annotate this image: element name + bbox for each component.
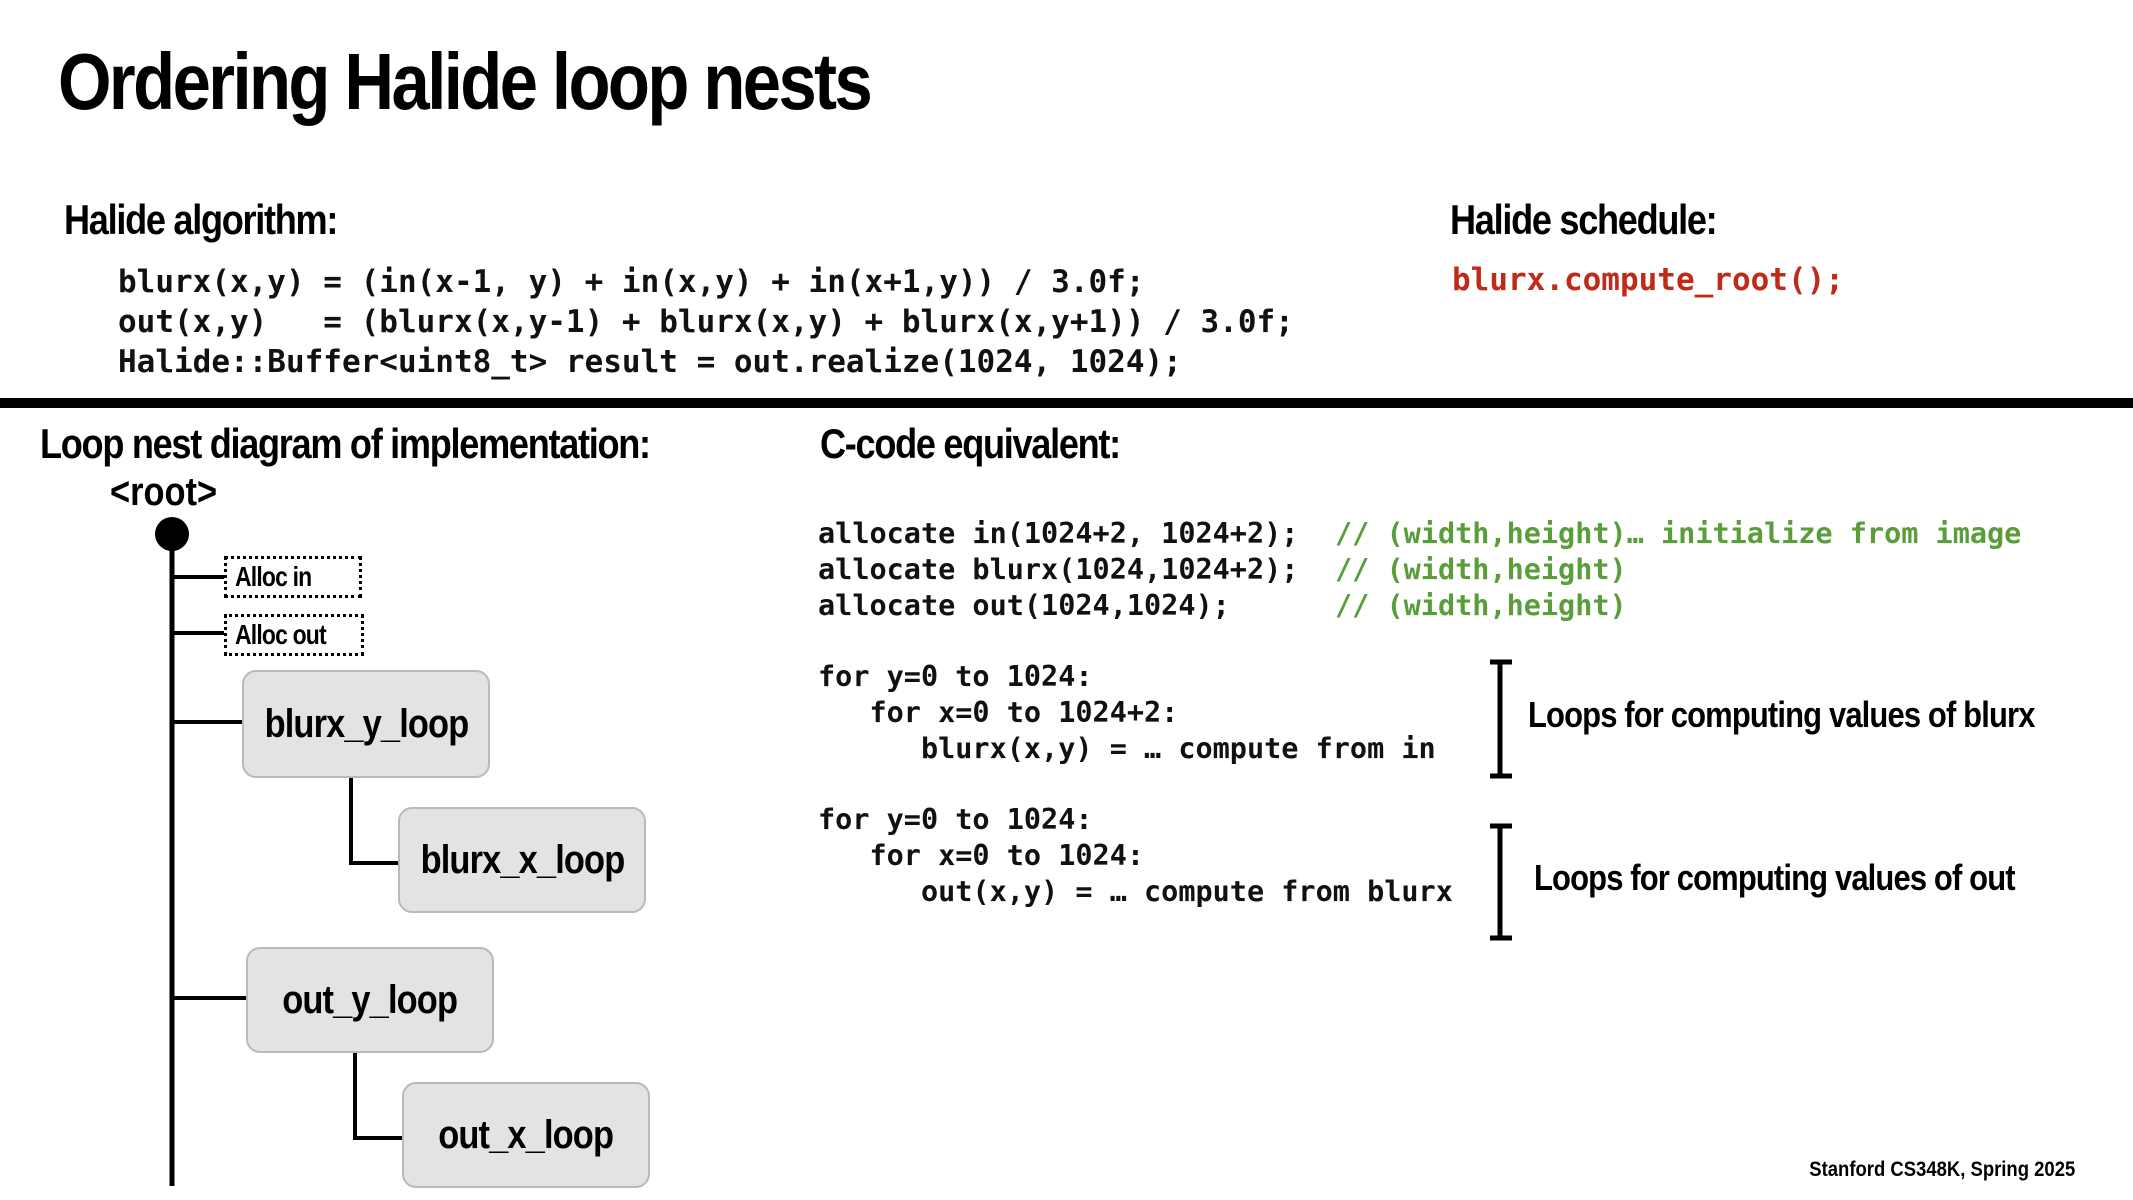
blurx-x-loop-node: blurx_x_loop <box>398 807 646 913</box>
loop2-line: out(x,y) = … compute from blurx <box>818 875 1453 908</box>
bracket-blurx-label: Loops for computing values of blurx <box>1528 694 2035 735</box>
out-y-loop-node: out_y_loop <box>246 947 494 1053</box>
c-code-heading: C-code equivalent: <box>820 420 1121 467</box>
out-y-loop-label: out_y_loop <box>282 977 459 1022</box>
alloc-in-box: Alloc in <box>224 556 362 598</box>
alloc-line-blurx: allocate blurx(1024,1024+2); <box>818 553 1299 586</box>
out-x-loop-node: out_x_loop <box>402 1082 650 1188</box>
schedule-heading: Halide schedule: <box>1450 196 1718 243</box>
algorithm-heading: Halide algorithm: <box>64 196 338 243</box>
blurx-x-branch <box>349 778 398 865</box>
algorithm-line: blurx(x,y) = (in(x-1, y) + in(x,y) + in(… <box>118 264 1145 300</box>
loop1-line: blurx(x,y) = … compute from in <box>818 732 1436 765</box>
schedule-code: blurx.compute_root(); <box>1452 262 1844 298</box>
loop2-line: for y=0 to 1024: <box>818 803 1093 836</box>
algorithm-line: Halide::Buffer<uint8_t> result = out.rea… <box>118 344 1182 380</box>
root-label: <root> <box>110 470 218 514</box>
loop-nest-heading: Loop nest diagram of implementation: <box>40 420 651 467</box>
bracket-out <box>1490 823 1512 941</box>
blurx-x-loop-label: blurx_x_loop <box>420 837 625 882</box>
out-x-loop-label: out_x_loop <box>438 1112 615 1157</box>
bracket-blurx <box>1490 659 1512 779</box>
slide-title: Ordering Halide loop nests <box>58 37 873 126</box>
course-footer: Stanford CS348K, Spring 2025 <box>1809 1158 2075 1181</box>
loop1-line: for y=0 to 1024: <box>818 660 1093 693</box>
out-x-branch <box>353 1052 402 1140</box>
alloc-comment-in: // (width,height)… initialize from image <box>1335 517 2022 550</box>
bracket-out-label: Loops for computing values of out <box>1534 857 2016 898</box>
alloc-line-out: allocate out(1024,1024); <box>818 589 1230 622</box>
blurx-y-loop-node: blurx_y_loop <box>242 670 490 778</box>
loop2-line: for x=0 to 1024: <box>818 839 1145 872</box>
loop1-line: for x=0 to 1024+2: <box>818 696 1179 729</box>
alloc-comment-out: // (width,height) <box>1335 589 1627 622</box>
alloc-in-label: Alloc in <box>235 561 312 592</box>
alloc-comment-blurx: // (width,height) <box>1335 553 1627 586</box>
alloc-out-label: Alloc out <box>235 619 327 650</box>
alloc-line-in: allocate in(1024+2, 1024+2); <box>818 517 1299 550</box>
blurx-y-loop-label: blurx_y_loop <box>264 701 469 746</box>
algorithm-line: out(x,y) = (blurx(x,y-1) + blurx(x,y) + … <box>118 304 1294 340</box>
alloc-out-box: Alloc out <box>224 614 364 656</box>
section-divider <box>0 398 2133 408</box>
